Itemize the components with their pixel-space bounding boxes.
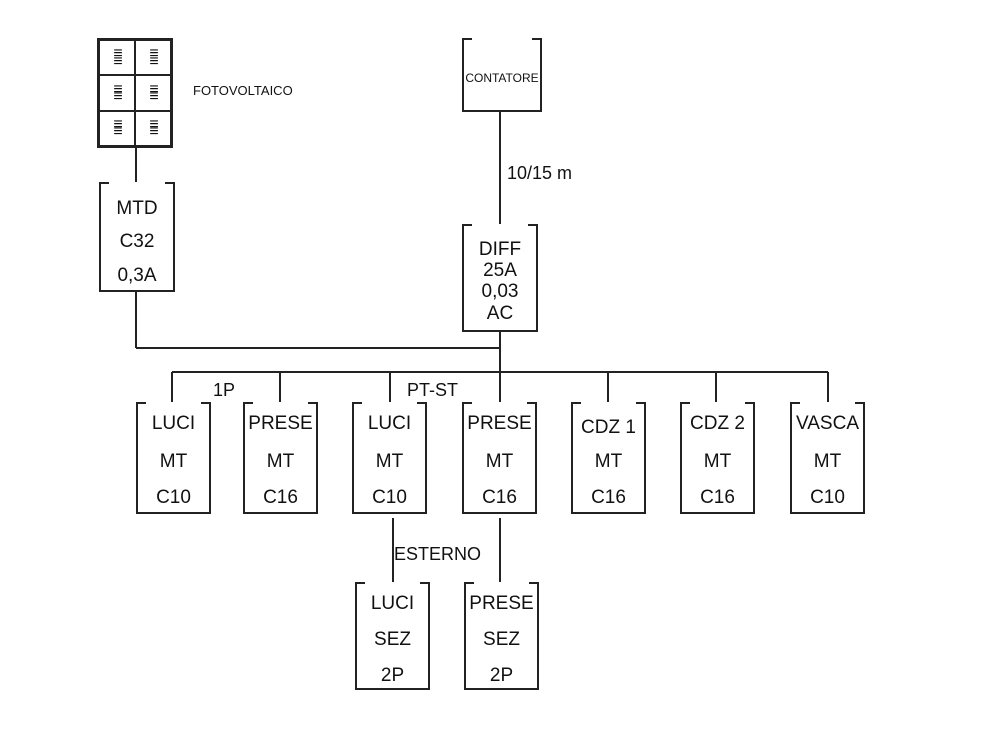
breaker-line: 2P (380, 665, 405, 686)
breaker-cdz-1: CDZ 1 MT C16 (571, 402, 646, 514)
breaker-prese-esterno: PRESE SEZ 2P (464, 582, 539, 690)
breaker-line: 2P (489, 665, 514, 686)
breaker-line: MT (485, 451, 514, 472)
breaker-prese-pt-st: PRESE MT C16 (462, 402, 537, 514)
mtd-line-1: MTD (116, 198, 158, 219)
breaker-line: C10 (372, 487, 407, 508)
breaker-line: MT (594, 451, 623, 472)
group-label-esterno: ESTERNO (394, 544, 482, 564)
breaker-line: MT (266, 451, 295, 472)
pv-panel-icon: ≡ ≡≡ ≡ ≡ ≡≡ ≡ ≡ ≡≡ ≡ (97, 38, 173, 148)
breaker-line: CDZ 2 (690, 413, 745, 434)
group-label-pt-st: PT-ST (407, 380, 459, 400)
breaker-line: C10 (810, 487, 845, 508)
breaker-line: SEZ (483, 629, 520, 650)
breaker-line: MT (703, 451, 732, 472)
diff-line-4: AC (486, 303, 514, 324)
breaker-line: SEZ (374, 629, 411, 650)
breaker-line: C16 (482, 487, 517, 508)
breaker-line: LUCI (367, 413, 412, 434)
breaker-luci-esterno: LUCI SEZ 2P (355, 582, 430, 690)
diff-breaker: DIFF 25A 0,03 AC (462, 224, 538, 332)
breaker-prese-1p: PRESE MT C16 (243, 402, 318, 514)
breaker-luci-1p: LUCI MT C10 (136, 402, 211, 514)
diff-line-3: 0,03 (481, 281, 519, 302)
breaker-line: VASCA (795, 413, 859, 434)
diff-line-2: 25A (483, 260, 517, 281)
breaker-line: C16 (700, 487, 735, 508)
mtd-breaker: MTD C32 0,3A (99, 182, 175, 292)
group-label-1p: 1P (213, 380, 236, 400)
diff-line-1: DIFF (478, 239, 522, 260)
meter-label: CONTATORE (465, 71, 539, 85)
breaker-line: MT (813, 451, 842, 472)
breaker-line: MT (375, 451, 404, 472)
breaker-vasca: VASCA MT C10 (790, 402, 865, 514)
breaker-line: PRESE (467, 413, 532, 434)
mtd-line-2: C32 (119, 231, 155, 252)
breaker-line: CDZ 1 (581, 417, 636, 438)
breaker-line: C16 (263, 487, 298, 508)
breaker-line: MT (159, 451, 188, 472)
breaker-cdz-2: CDZ 2 MT C16 (680, 402, 755, 514)
pv-label: FOTOVOLTAICO (193, 83, 293, 98)
meter-cable-label: 10/15 m (507, 163, 573, 183)
breaker-line: LUCI (370, 593, 415, 614)
breaker-luci-pt-st: LUCI MT C10 (352, 402, 427, 514)
breaker-line: PRESE (469, 593, 534, 614)
breaker-line: PRESE (248, 413, 313, 434)
mtd-line-3: 0,3A (117, 265, 157, 286)
breaker-line: LUCI (151, 413, 196, 434)
breaker-line: C16 (591, 487, 626, 508)
meter-box: CONTATORE (462, 38, 542, 112)
breaker-line: C10 (156, 487, 191, 508)
